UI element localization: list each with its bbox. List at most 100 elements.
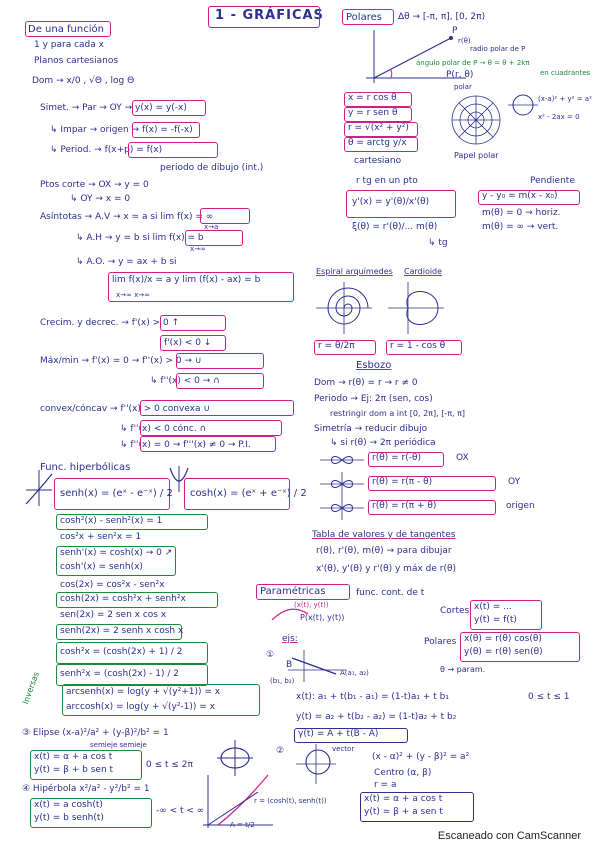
polares-title-box: [342, 9, 394, 25]
espiral-eq-box: [314, 340, 376, 355]
recta-x: x(t): a₁ + t(b₁ - a₁) = (1-t)a₁ + t b₁: [296, 692, 450, 702]
max-line: ↳ f''(x) < 0 → ∩: [150, 376, 220, 386]
tabla-title: Tabla de valores y de tangentes: [312, 530, 456, 540]
m-inf: m(θ) = ∞ → vert.: [482, 222, 559, 232]
sym-origen-lab: origen: [506, 501, 535, 511]
circ-p1: x(t) = α + a cos t: [364, 794, 443, 804]
y-eq: y = r sen θ: [348, 108, 398, 118]
tg-a: ξ(θ) = r'(θ)/... m(θ): [352, 222, 438, 232]
circle-polar-sketch: [508, 94, 538, 116]
hip-p1: x(t) = a cosh(t): [34, 800, 103, 810]
dom-line: Dom → x/0 , √Θ , log Θ: [32, 76, 135, 86]
concav-line: ↳ f''(x) < 0 cónc. ∩: [120, 424, 207, 434]
ejs-label: ejs:: [282, 634, 298, 644]
id8: senh(2x) = 2 senh x cosh x: [60, 626, 184, 636]
sym-origen: r(θ) = r(π + θ): [372, 501, 437, 511]
id3: senh'(x) = cosh(x) → 0 ↗: [60, 548, 173, 558]
segment-sketch: [288, 650, 346, 682]
de-una-funcion: De una función: [28, 24, 104, 35]
yprime: y'(x) = y'(θ)/x'(θ): [352, 197, 430, 207]
polares-label: Polares: [424, 637, 457, 647]
id9: cosh²x = (cosh(2x) + 1) / 2: [60, 647, 183, 657]
elipse-t: 0 ≤ t ≤ 2π: [146, 760, 193, 770]
sym-ox-lab: OX: [456, 453, 469, 463]
decrec-box: [160, 335, 226, 351]
polares-def: Δθ → [-π, π], [0, 2π): [398, 12, 486, 22]
pi-box: [140, 436, 276, 452]
asintotas-ah: ↳ A.H → y = b si lim f(x) = b: [76, 233, 204, 243]
recta: y - y₀ = m(x - x₀): [482, 191, 558, 201]
y-para-cada-x: 1 y para cada x: [34, 40, 104, 50]
period-line: ↳ Period. → f(x+p) = f(x): [50, 145, 163, 155]
func-hiper-title: Func. hiperbólicas: [40, 462, 131, 473]
polar-cuad: en cuadrantes: [540, 69, 591, 77]
cardioid-sketch: [388, 282, 444, 334]
convex-line: convex/cóncav → f''(x) > 0 convexa ∪: [40, 404, 210, 414]
asintotas-ah-box: [185, 230, 243, 246]
asintotas-ao-lim2: x→∞ x→∞: [116, 291, 150, 299]
id9-box: [56, 642, 208, 664]
page-title: 1 - GRÁFICAS: [215, 8, 324, 23]
recta-vec-box: [294, 728, 408, 743]
circ-param-box: [360, 792, 474, 822]
sym-ox-sketch: [320, 456, 364, 464]
sym-origen-sketch: [320, 496, 364, 520]
restrict: restringir dom a int [0, 2π], [-π, π]: [330, 409, 466, 418]
dom-r: Dom → r(θ) = r → r ≠ 0: [314, 378, 418, 388]
recta-box: [478, 190, 580, 205]
circle-sketch: [296, 744, 336, 784]
polar-r: r(θ): [458, 37, 471, 45]
pi-line: ↳ f''(x) = 0 → f'''(x) ≠ 0 → P.I.: [120, 440, 251, 450]
sym-oy-lab: OY: [508, 477, 521, 487]
polar-p2: P(r, θ): [446, 70, 474, 80]
esbozo-title: Esbozo: [356, 360, 392, 371]
cosh-box: [184, 478, 290, 510]
conv-note-2: x² - 2ax = 0: [538, 113, 580, 121]
r-eq-box: [344, 122, 418, 137]
elipse-p2: y(t) = β + b sen t: [34, 765, 114, 775]
hip-t: -∞ < t < ∞: [156, 806, 205, 816]
period-box: [128, 142, 218, 158]
id3-box: [56, 546, 176, 576]
impar-box: [132, 122, 200, 138]
id7: sen(2x) = 2 sen x cos x: [60, 610, 167, 620]
cartesiano: cartesiano: [354, 156, 402, 166]
param-curve-sketch: [271, 608, 309, 621]
recta-pts: A(a₁, a₂): [340, 669, 369, 677]
cardioide-title: Cardioide: [404, 267, 443, 276]
circ-eq: (x - α)² + (y - β)² = a²: [372, 752, 470, 762]
elipse-semi: semieje semieje: [90, 741, 147, 749]
hyperbola-sketch: [203, 774, 273, 828]
hip-angle: A = t/2: [230, 821, 255, 829]
maxmin-box: [176, 353, 264, 369]
ptos-corte-2: ↳ OY → x = 0: [70, 194, 131, 204]
cortes-x: x(t) = ...: [474, 602, 512, 612]
x-eq: x = r cos θ: [348, 93, 397, 103]
tabla-3: x'(θ), y'(θ) y r'(θ) y máx de r(θ): [316, 564, 456, 574]
sym-ox: r(θ) = r(-θ): [372, 453, 421, 463]
crecim-line: Crecim. y decrec. → f'(x) > 0 ↑: [40, 318, 180, 328]
impar-line: ↳ Impar → origen → f(x) = -f(-x): [50, 125, 193, 135]
inv2: arccosh(x) = log(y + √(y²-1)) = x: [66, 702, 216, 712]
sym-ox-box: [368, 452, 444, 467]
m-theta: m(θ) = 0 → horiz.: [482, 208, 561, 218]
inv-box: [62, 684, 260, 716]
num1: ①: [266, 650, 275, 660]
scanner-footer: Escaneado con CamScanner: [437, 830, 581, 842]
periodo-note: periodo de dibujo (int.): [160, 163, 264, 173]
recta-vec: γ(t) = A + t(B - A): [298, 729, 379, 739]
id8-box: [56, 624, 182, 640]
id1: cosh²(x) - senh²(x) = 1: [60, 516, 163, 526]
r-eq: r = √(x² + y²): [348, 123, 409, 133]
polares-x: x(θ) = r(θ) cos(θ): [464, 634, 542, 644]
sym-oy-box: [368, 476, 496, 491]
id10: senh²x = (cosh(2x) - 1) / 2: [60, 669, 179, 679]
hip-point: r = (cosh(t), senh(t)): [254, 797, 327, 805]
inversas-label: Inversas: [20, 670, 41, 706]
sym-oy-sketch: [320, 472, 364, 496]
concav-box: [140, 420, 282, 436]
asintotas-ao: ↳ A.O. → y = ax + b si: [76, 257, 177, 267]
id10-box: [56, 664, 208, 686]
periodo-r: Periodo → Ej: 2π (sen, cos): [314, 394, 433, 404]
parametricas-box: [256, 584, 350, 600]
